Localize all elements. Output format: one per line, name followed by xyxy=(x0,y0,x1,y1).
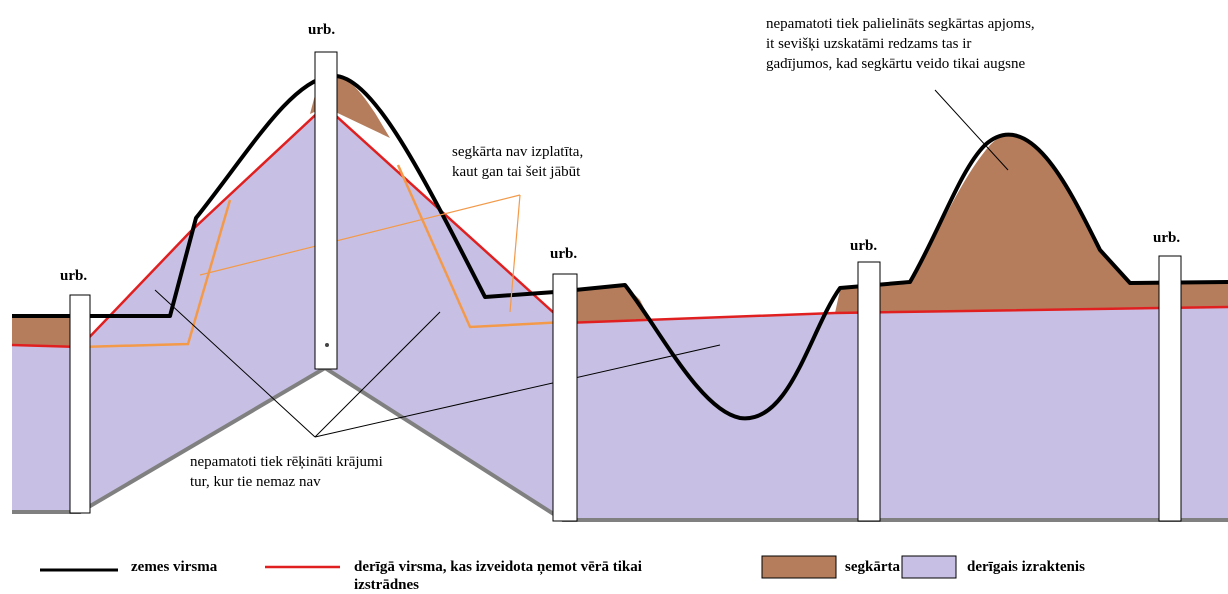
legend-mineral-swatch xyxy=(901,555,957,579)
borehole-label-1: urb. xyxy=(60,268,88,284)
borehole-label-5: urb. xyxy=(1153,230,1181,246)
pointer-lines xyxy=(154,89,1009,438)
legend-overburden-swatch xyxy=(761,555,837,579)
overburden-left xyxy=(12,316,80,347)
legend-swatches xyxy=(40,555,957,579)
annotation-reserves-not-exist: nepamatoti tiek rēķināti krājumi tur, ku… xyxy=(190,454,383,490)
legend-mineral-label: derīgais izraktenis xyxy=(967,559,1085,575)
borehole-2 xyxy=(314,51,338,370)
overburden-middle xyxy=(555,285,650,323)
borehole-label-3: urb. xyxy=(550,246,578,262)
missing-overburden-line xyxy=(79,199,232,349)
borehole-3 xyxy=(552,273,578,522)
borehole-label-2: urb. xyxy=(308,22,336,38)
borehole-label-4: urb. xyxy=(850,238,878,254)
legend-overburden-label: segkārta xyxy=(845,559,900,575)
borehole-1 xyxy=(69,294,91,514)
annotation-overburden-increase: nepamatoti tiek palielināts segkārtas ap… xyxy=(766,16,1035,72)
pointer-orange-2 xyxy=(509,194,521,313)
legend-useful-label-2: izstrādnes xyxy=(354,577,419,593)
borehole-4 xyxy=(857,261,881,522)
legend-useful-label: derīgā virsma, kas izveidota ņemot vērā … xyxy=(354,559,642,575)
pointer-orange-1 xyxy=(199,194,521,276)
annotation-overburden-missing: segkārta nav izplatīta, kaut gan tai šei… xyxy=(452,144,584,180)
borehole-5 xyxy=(1158,255,1182,522)
boreholes xyxy=(69,51,1182,522)
overburden-right-hill xyxy=(835,134,1228,313)
legend-ground-label: zemes virsma xyxy=(131,559,218,575)
